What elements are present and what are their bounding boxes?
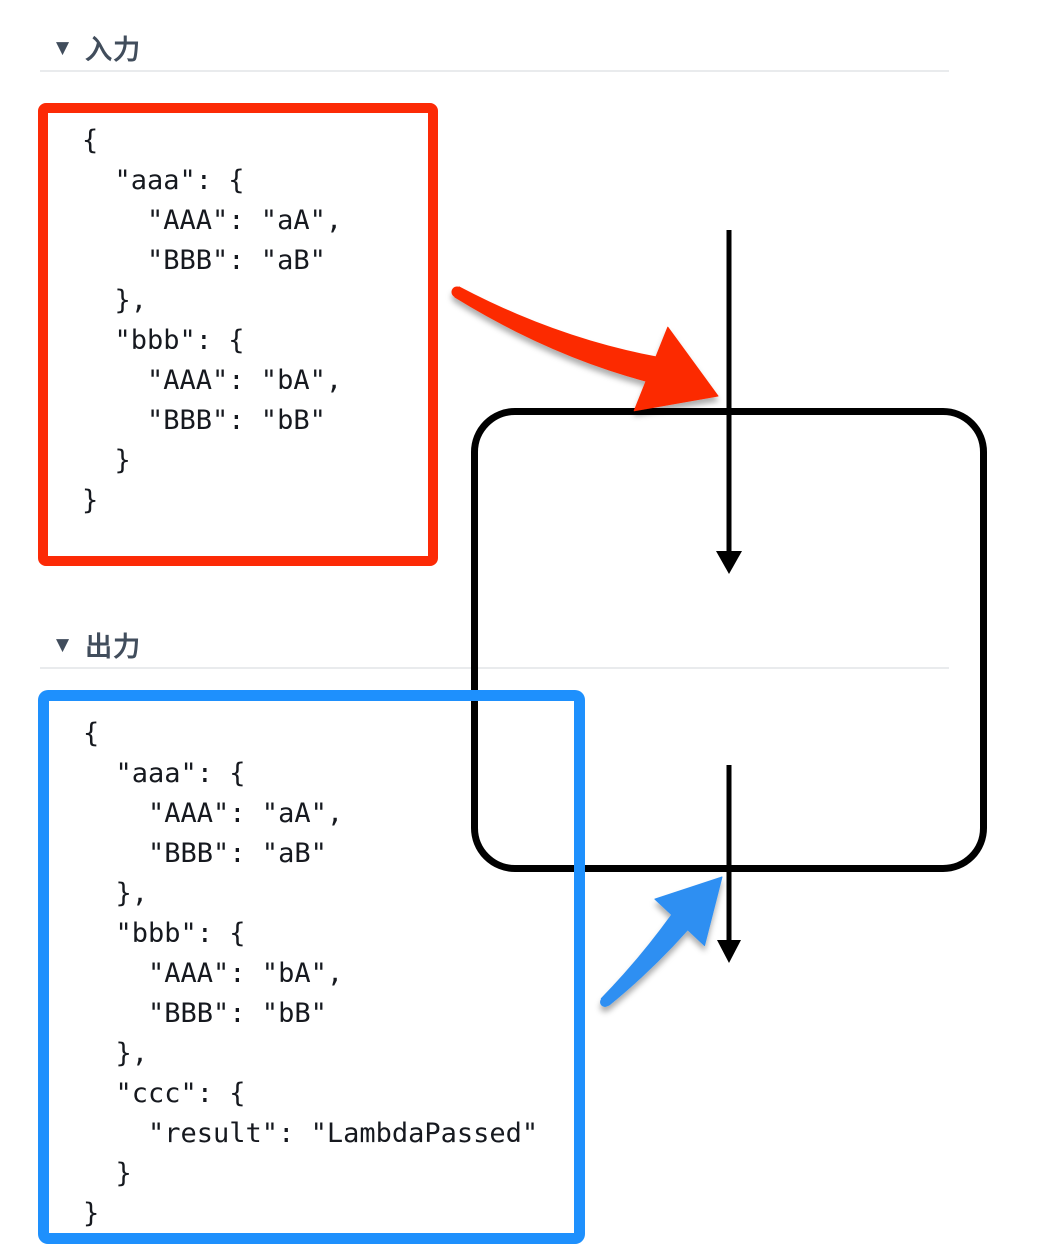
input-section-header[interactable]: ▼ 入力 xyxy=(56,28,141,67)
output-section-label: 出力 xyxy=(85,632,142,663)
input-json-box: { "aaa": { "AAA": "aA", "BBB": "aB" }, "… xyxy=(38,103,438,566)
input-json-code: { "aaa": { "AAA": "aA", "BBB": "aB" }, "… xyxy=(82,125,343,516)
collapse-triangle-icon[interactable]: ▼ xyxy=(56,635,70,655)
output-annotation-arrow-icon xyxy=(600,876,723,1007)
collapse-triangle-icon[interactable]: ▼ xyxy=(56,38,70,58)
input-section-label: 入力 xyxy=(85,35,142,66)
input-annotation-arrow-icon xyxy=(451,286,719,412)
output-json-code: { "aaa": { "AAA": "aA", "BBB": "aB" }, "… xyxy=(83,718,539,1229)
output-json-box: { "aaa": { "AAA": "aA", "BBB": "aB" }, "… xyxy=(38,690,585,1244)
output-section-header[interactable]: ▼ 出力 xyxy=(56,625,141,664)
input-section-divider xyxy=(40,70,949,72)
output-section-divider xyxy=(40,667,949,669)
